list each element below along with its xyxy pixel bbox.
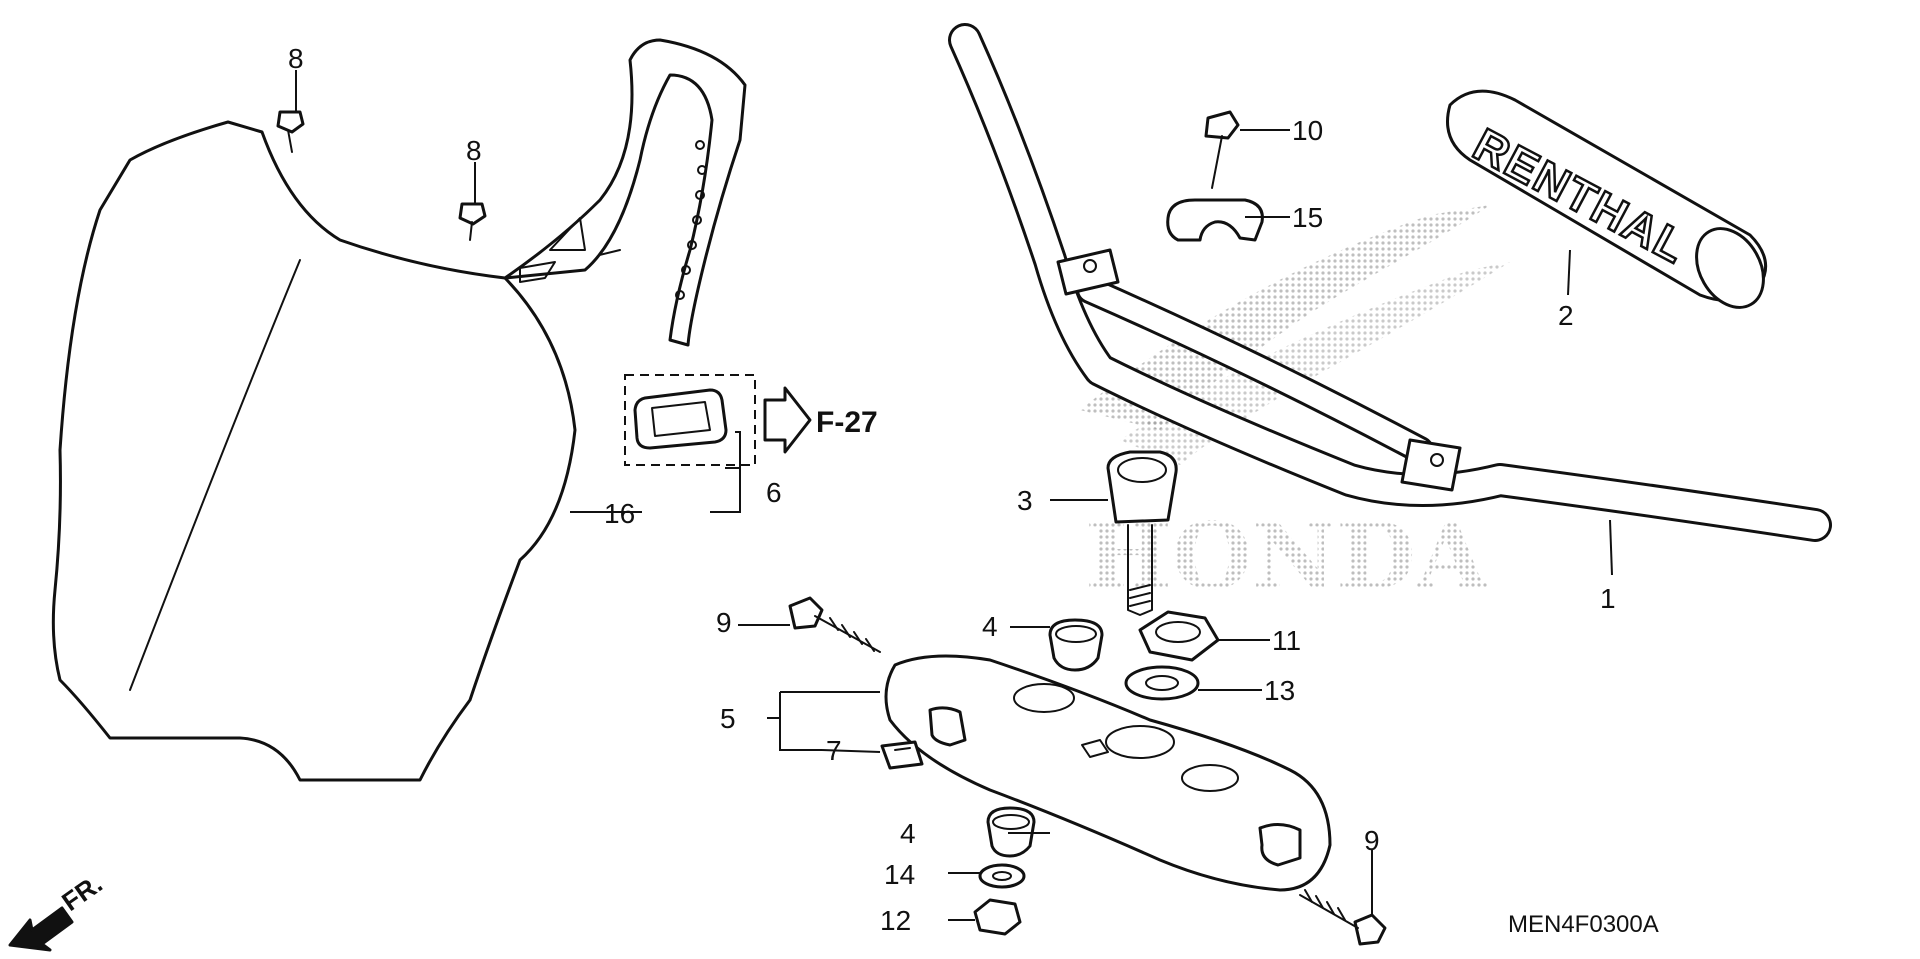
lower-nut (973, 898, 1022, 936)
callout-9-upper: 9 (716, 607, 732, 638)
callout-10: 10 (1292, 115, 1323, 146)
reference-arrow: F-27 (763, 386, 878, 454)
plate-bolt-lower (458, 202, 487, 241)
callout-13: 13 (1264, 675, 1295, 706)
callout-4-lower: 4 (900, 818, 916, 849)
callout-labels: 1 2 3 4 4 5 6 7 8 8 9 9 10 11 12 13 14 1… (288, 43, 1616, 936)
plate-bolt-upper (276, 110, 305, 153)
rubber-bushing-upper (1048, 618, 1104, 672)
callout-12: 12 (880, 905, 911, 936)
renthal-grip: RENTHAL (1446, 89, 1768, 309)
callout-16: 16 (604, 498, 635, 529)
callout-6: 6 (766, 477, 782, 508)
number-plate (51, 38, 747, 782)
callout-15: 15 (1292, 202, 1323, 233)
pinch-bolt-upper (788, 596, 881, 653)
callout-9-lower: 9 (1364, 825, 1380, 856)
callout-2: 2 (1558, 300, 1574, 331)
pinch-bolt-lower (1299, 889, 1387, 946)
flange-nut (1138, 610, 1220, 662)
decal-part (624, 374, 756, 466)
plate-nut (880, 740, 924, 770)
handlebar (948, 23, 1832, 542)
top-bridge (884, 654, 1332, 892)
handlebar-holder (1106, 450, 1178, 616)
callout-5: 5 (720, 703, 736, 734)
leader-lines (295, 70, 1613, 921)
callout-8-upper: 8 (288, 43, 304, 74)
front-direction-indicator: FR. (8, 868, 108, 952)
callout-14: 14 (884, 859, 915, 890)
callout-1: 1 (1600, 583, 1616, 614)
reference-label: F-27 (816, 406, 878, 439)
callout-8-lower: 8 (466, 135, 482, 166)
washer-upper (1124, 665, 1200, 701)
drawing-code: MEN4F0300A (1508, 911, 1659, 938)
holder-bolt (1204, 110, 1240, 189)
callout-4-upper: 4 (982, 611, 998, 642)
callout-7: 7 (826, 735, 842, 766)
washer-lower (978, 863, 1026, 889)
callout-3: 3 (1017, 485, 1033, 516)
upper-holder (1166, 198, 1264, 242)
callout-11: 11 (1272, 625, 1301, 656)
